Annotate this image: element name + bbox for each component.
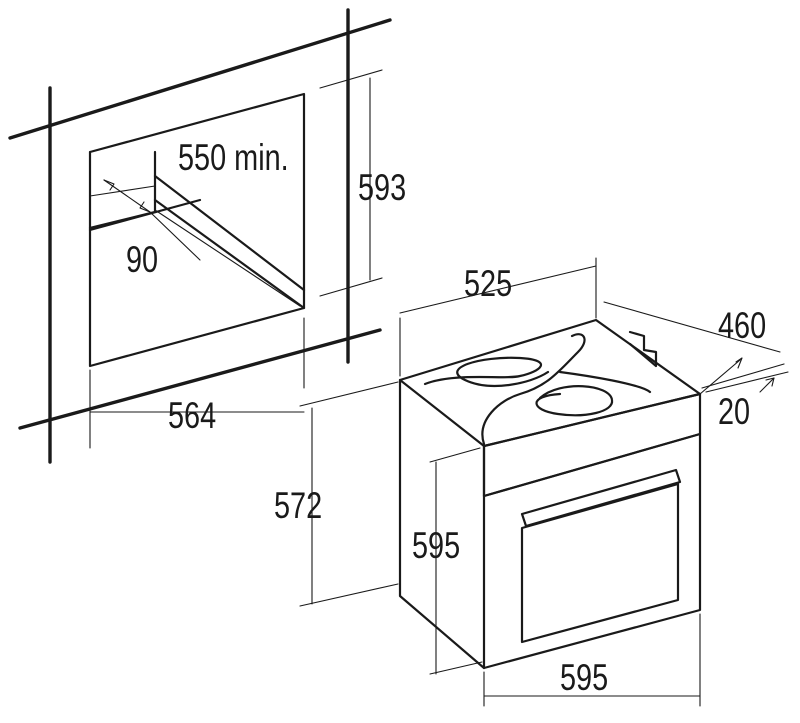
oven: 525 460 20 572 595 595	[274, 257, 789, 707]
oven-side-panel	[398, 378, 486, 670]
dim-550-label: 550 min.	[178, 138, 289, 179]
niche-rear-panel	[88, 150, 157, 230]
dim-460-line	[603, 301, 781, 353]
dim-525-label: 525	[464, 264, 512, 305]
cabinet-cutout: 593 564 90 550 min.	[8, 8, 406, 464]
dim-90-line	[103, 179, 151, 213]
hob-burner-right	[535, 385, 614, 417]
dim-593-label: 593	[358, 168, 406, 209]
dim-564-label: 564	[168, 396, 216, 437]
hob-burner-left	[423, 356, 550, 387]
hob-swirl-center	[481, 333, 586, 446]
niche-floor-line-lower	[153, 198, 306, 310]
cabinet-bottom-edge	[18, 328, 382, 430]
dim-525-line	[399, 265, 597, 314]
oven-front-door	[482, 432, 702, 670]
niche-floor-line-upper	[153, 174, 306, 292]
oven-door-handle	[520, 468, 682, 528]
niche-shelf-back	[88, 198, 202, 232]
dim-90-label: 90	[126, 240, 158, 281]
oven-control-panel	[482, 392, 702, 498]
dim-595-height-label: 595	[412, 526, 460, 567]
dim-572-label: 572	[274, 486, 322, 527]
niche-left-depth	[89, 185, 156, 197]
hob-swirl-right	[558, 370, 652, 394]
oven-door-window	[520, 482, 680, 644]
niche-shadow-line	[154, 209, 301, 307]
dim-460-label: 460	[718, 306, 766, 347]
oven-rear-bracket	[628, 330, 658, 368]
dim-595-width-label: 595	[560, 658, 608, 699]
oven-top-surface	[398, 318, 702, 448]
cabinet-top-edge	[8, 18, 392, 140]
dim-20-label: 20	[718, 392, 750, 433]
